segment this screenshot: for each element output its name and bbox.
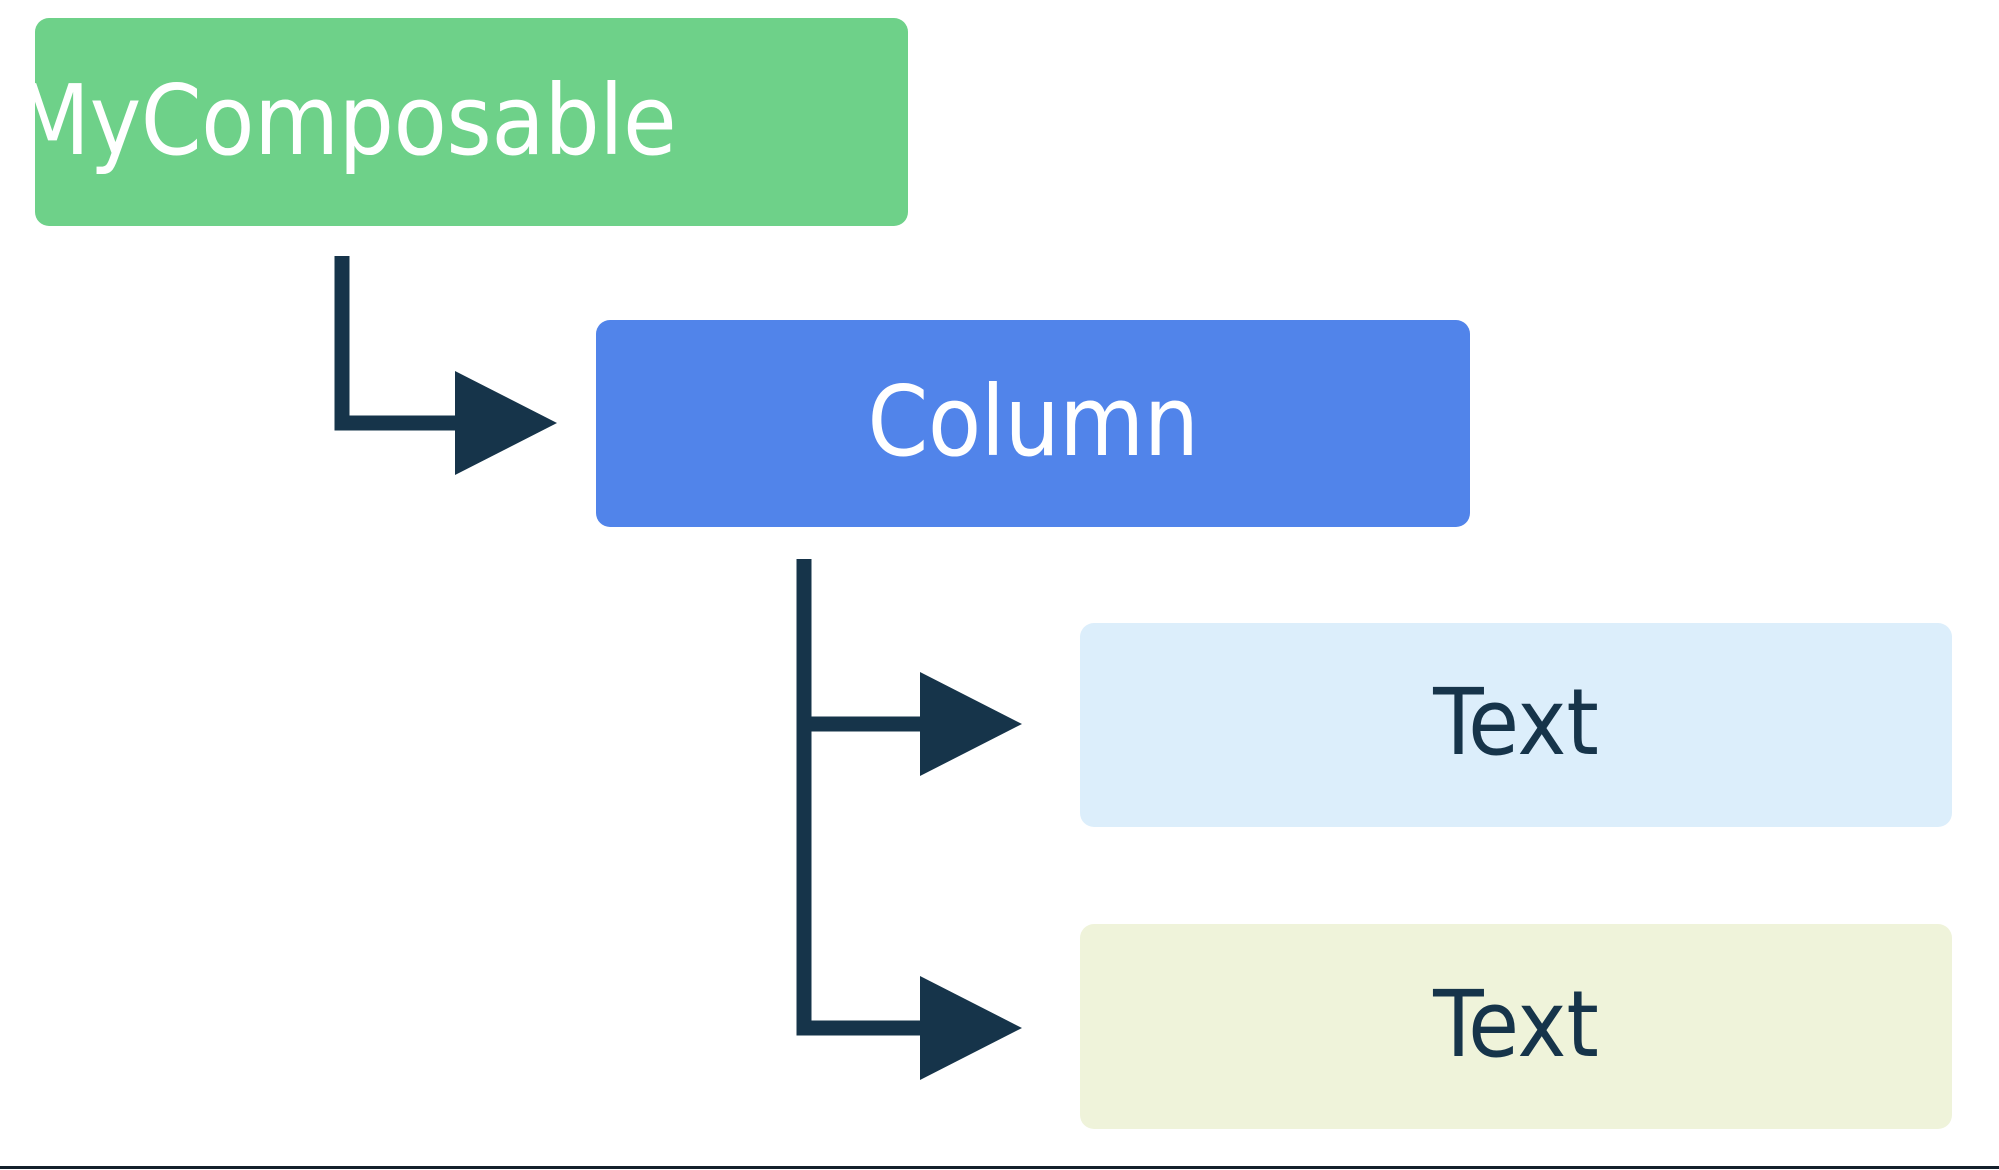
node-my-composable[interactable]: MyComposable: [15, 18, 908, 226]
edge-column-to-text-2: [796, 724, 1022, 1080]
node-text-second[interactable]: Text: [1080, 924, 1952, 1129]
node-text-first-label: Text: [1433, 669, 1599, 776]
bottom-divider: [0, 1166, 1999, 1169]
node-my-composable-label: MyComposable: [14, 63, 677, 177]
edge-root-to-column: [334, 256, 557, 475]
node-text-first[interactable]: Text: [1080, 623, 1952, 827]
edge-column-to-text-1: [796, 559, 1022, 776]
node-column-label: Column: [867, 365, 1199, 478]
node-column[interactable]: Column: [596, 320, 1470, 527]
node-text-second-label: Text: [1433, 970, 1599, 1078]
